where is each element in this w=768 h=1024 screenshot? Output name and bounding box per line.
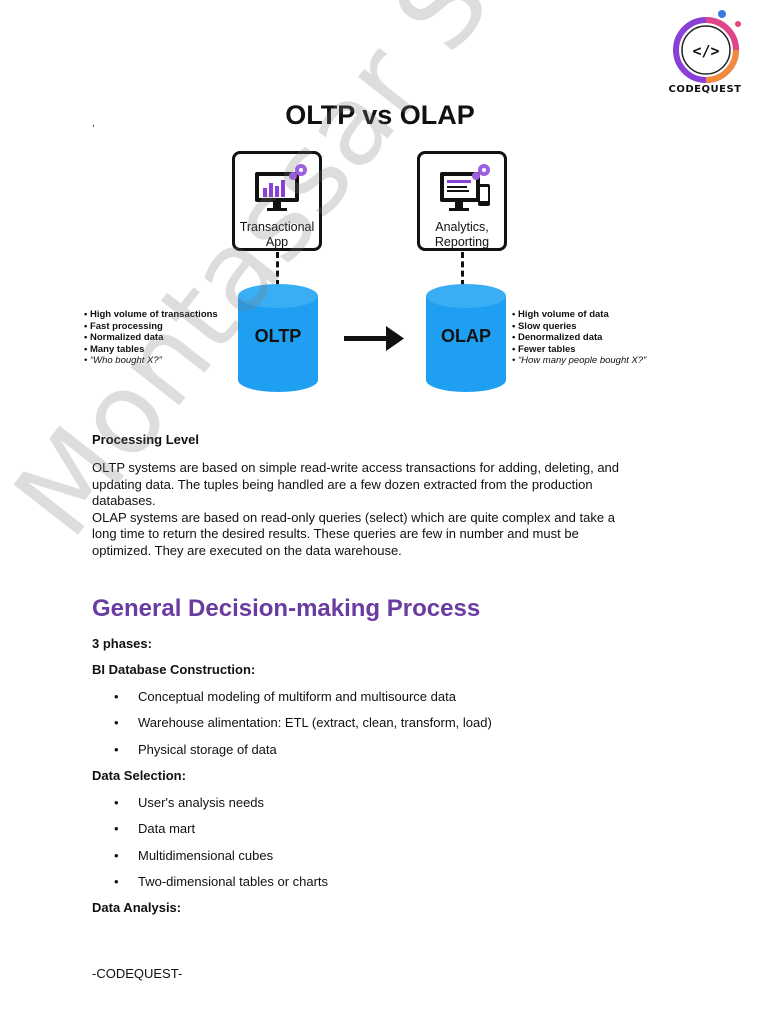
olap-bullet: Denormalized data: [512, 332, 646, 344]
oltp-cylinder-icon: [238, 284, 318, 392]
bullet-dot: •: [114, 795, 119, 810]
list-item-text: User's analysis needs: [138, 795, 265, 810]
analytics-app-label: Analytics, Reporting: [420, 220, 504, 250]
paragraph-line: databases.: [92, 493, 156, 509]
group-title: Data Analysis:: [92, 900, 182, 915]
list-item: • Conceptual modeling of multiform and mu…: [114, 689, 456, 704]
processing-level-heading: Processing Level: [92, 432, 199, 447]
arrow-right-icon: [344, 326, 404, 351]
bar-chart-monitor-icon: [255, 164, 307, 211]
report-monitor-icon: [440, 164, 490, 211]
list-item-text: Data mart: [138, 821, 196, 836]
oltp-bullet: Normalized data: [84, 332, 218, 344]
left-dashed-connector: [276, 252, 279, 286]
paragraph-line: long time to return the desired results.…: [92, 526, 579, 542]
list-item: • Warehouse alimentation: ETL (extract, c…: [114, 715, 492, 730]
processing-level-paragraph: OLTP systems are based on simple read-wr…: [92, 460, 692, 560]
transactional-app-label: Transactional App: [235, 220, 319, 250]
bullet-dot: •: [114, 715, 119, 730]
oltp-characteristics: High volume of transactions Fast process…: [84, 309, 218, 367]
olap-cylinder-icon: [426, 284, 506, 392]
oltp-bullet: Fast processing: [84, 321, 218, 333]
olap-label: OLAP: [440, 326, 491, 346]
bullet-dot: •: [114, 874, 119, 889]
right-dashed-connector: [461, 252, 464, 286]
transactional-label-line2: App: [265, 235, 289, 249]
list-item: • Multidimensional cubes: [114, 848, 273, 863]
list-item: • User's analysis needs: [114, 795, 264, 810]
decision-process-heading: General Decision-making Process: [92, 595, 481, 622]
analytics-label-line2: Reporting: [434, 235, 490, 249]
olap-bullet: Slow queries: [512, 321, 646, 333]
group-title: BI Database Construction:: [92, 662, 256, 677]
transactional-label-line1: Transactional: [239, 220, 315, 234]
oltp-bullet: Many tables: [84, 344, 218, 356]
oltp-bullet: “Who bought X?”: [84, 355, 218, 367]
oltp-bullet: High volume of transactions: [84, 309, 218, 321]
paragraph-line: optimized. They are executed on the data…: [92, 542, 402, 558]
olap-bullet: “How many people bought X?”: [512, 355, 646, 367]
olap-bullet: High volume of data: [512, 309, 646, 321]
bullet-dot: •: [114, 848, 119, 863]
stray-mark: ,: [92, 118, 95, 129]
list-item: • Data mart: [114, 821, 195, 836]
list-item-text: Conceptual modeling of multiform and mul…: [138, 689, 456, 704]
bullet-dot: •: [114, 689, 119, 704]
olap-bullet: Fewer tables: [512, 344, 646, 356]
analytics-reporting-box: Analytics, Reporting: [417, 151, 507, 251]
logo-glyph: </>: [692, 42, 719, 60]
group-title: Data Selection:: [92, 768, 186, 783]
bullet-dot: •: [114, 742, 119, 757]
list-item-text: Warehouse alimentation: ETL (extract, cl…: [138, 715, 492, 730]
transactional-app-box: Transactional App: [232, 151, 322, 251]
phases-label: 3 phases:: [92, 636, 152, 651]
database-cylinders: [238, 284, 506, 392]
olap-characteristics: High volume of data Slow queries Denorma…: [512, 309, 646, 367]
list-item: • Physical storage of data: [114, 742, 277, 757]
codequest-logo-icon: </>: [673, 10, 741, 83]
footer-text: -CODEQUEST-: [92, 966, 183, 981]
bullet-dot: •: [114, 821, 119, 836]
paragraph-line: OLTP systems are based on simple read-wr…: [92, 460, 620, 475]
paragraph-line: OLAP systems are based on read-only quer…: [92, 509, 615, 525]
list-item-text: Two-dimensional tables or charts: [138, 874, 329, 889]
list-item-text: Physical storage of data: [138, 742, 277, 757]
list-item: • Two-dimensional tables or charts: [114, 874, 328, 889]
oltp-label: OLTP: [254, 326, 302, 346]
logo-text: CODEQUEST: [668, 84, 742, 95]
list-item-text: Multidimensional cubes: [138, 848, 274, 863]
diagram-title: OLTP vs OLAP: [285, 100, 475, 130]
paragraph-line: updating data. The tuples being handled …: [92, 476, 593, 492]
analytics-label-line1: Analytics,: [435, 220, 489, 234]
